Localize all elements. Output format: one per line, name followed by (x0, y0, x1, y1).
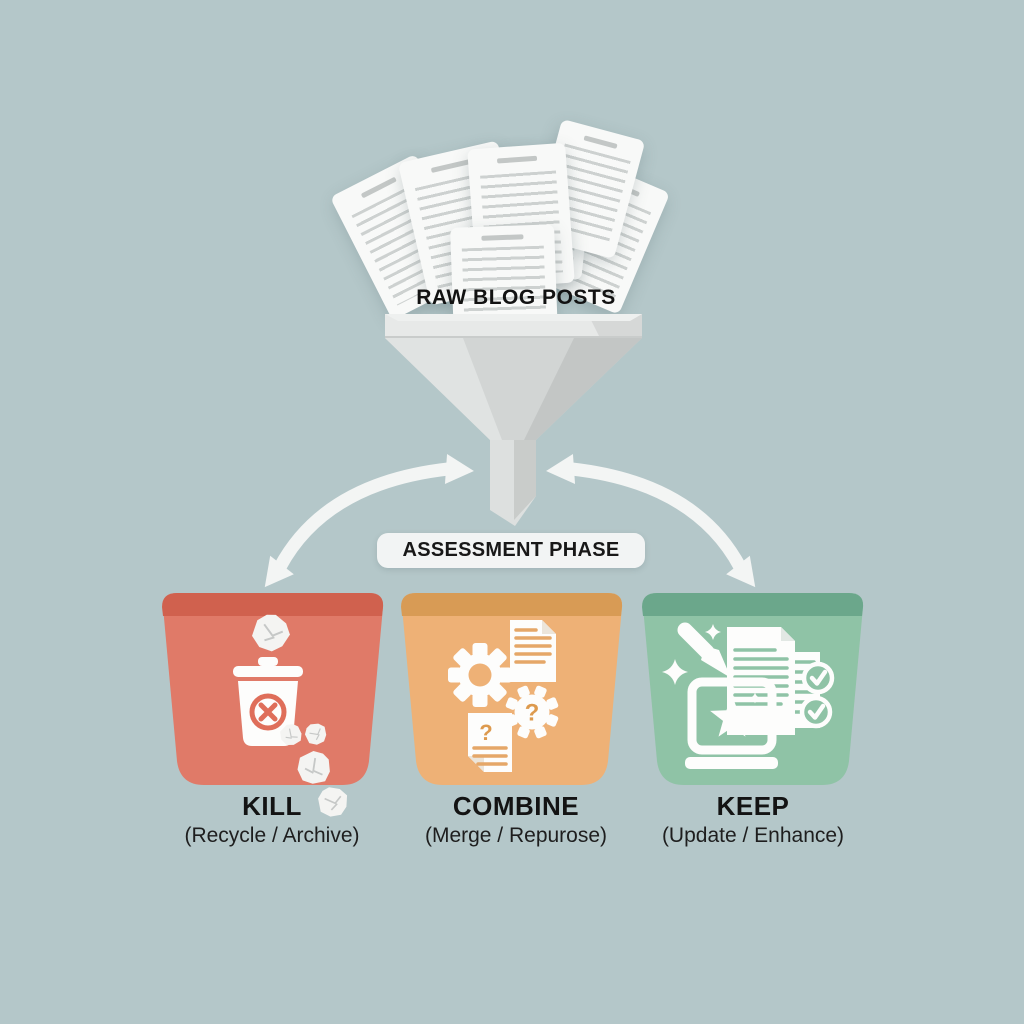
combine-sublabel: (Merge / Repurose) (424, 824, 608, 847)
sparkle-icon (662, 624, 761, 704)
checkmark-icon (801, 661, 835, 695)
combine-label: COMBINE (452, 791, 580, 821)
keep-bucket (642, 593, 864, 785)
curved-arrow-left (264, 454, 474, 588)
assessment-arrows (264, 454, 756, 588)
keep-bucket-rim (642, 593, 864, 616)
paintbrush-icon (677, 622, 731, 678)
funnel-stem (490, 440, 536, 526)
funnel-cone (385, 338, 642, 440)
keep-label: KEEP (716, 791, 790, 821)
reject-x-icon (249, 693, 287, 731)
kill-label: KILL (242, 791, 302, 821)
assessment-phase-badge: ASSESSMENT PHASE (377, 533, 645, 568)
combine-bucket-body (401, 593, 623, 785)
kill-bucket-rim (162, 593, 384, 616)
question-gear-icon: ? (505, 685, 559, 739)
curved-arrow-right (546, 454, 756, 588)
combine-bucket: ? ? (401, 593, 623, 785)
checkmark-icon (799, 695, 833, 729)
keep-sublabel: (Update / Enhance) (661, 824, 845, 847)
source-label: RAW BLOG POSTS (416, 286, 616, 309)
question-mark-glyph: ? (525, 700, 540, 727)
funnel-rim (385, 314, 642, 338)
question-document-icon: ? (468, 713, 512, 772)
gear-icon (448, 643, 512, 707)
kill-sublabel: (Recycle / Archive) (184, 824, 360, 847)
question-mark-glyph: ? (479, 720, 492, 745)
document-icon (510, 620, 556, 682)
combine-bucket-rim (401, 593, 623, 616)
kill-bucket (162, 593, 384, 821)
funnel-icon (385, 314, 642, 526)
star-frame-icon (685, 677, 778, 769)
